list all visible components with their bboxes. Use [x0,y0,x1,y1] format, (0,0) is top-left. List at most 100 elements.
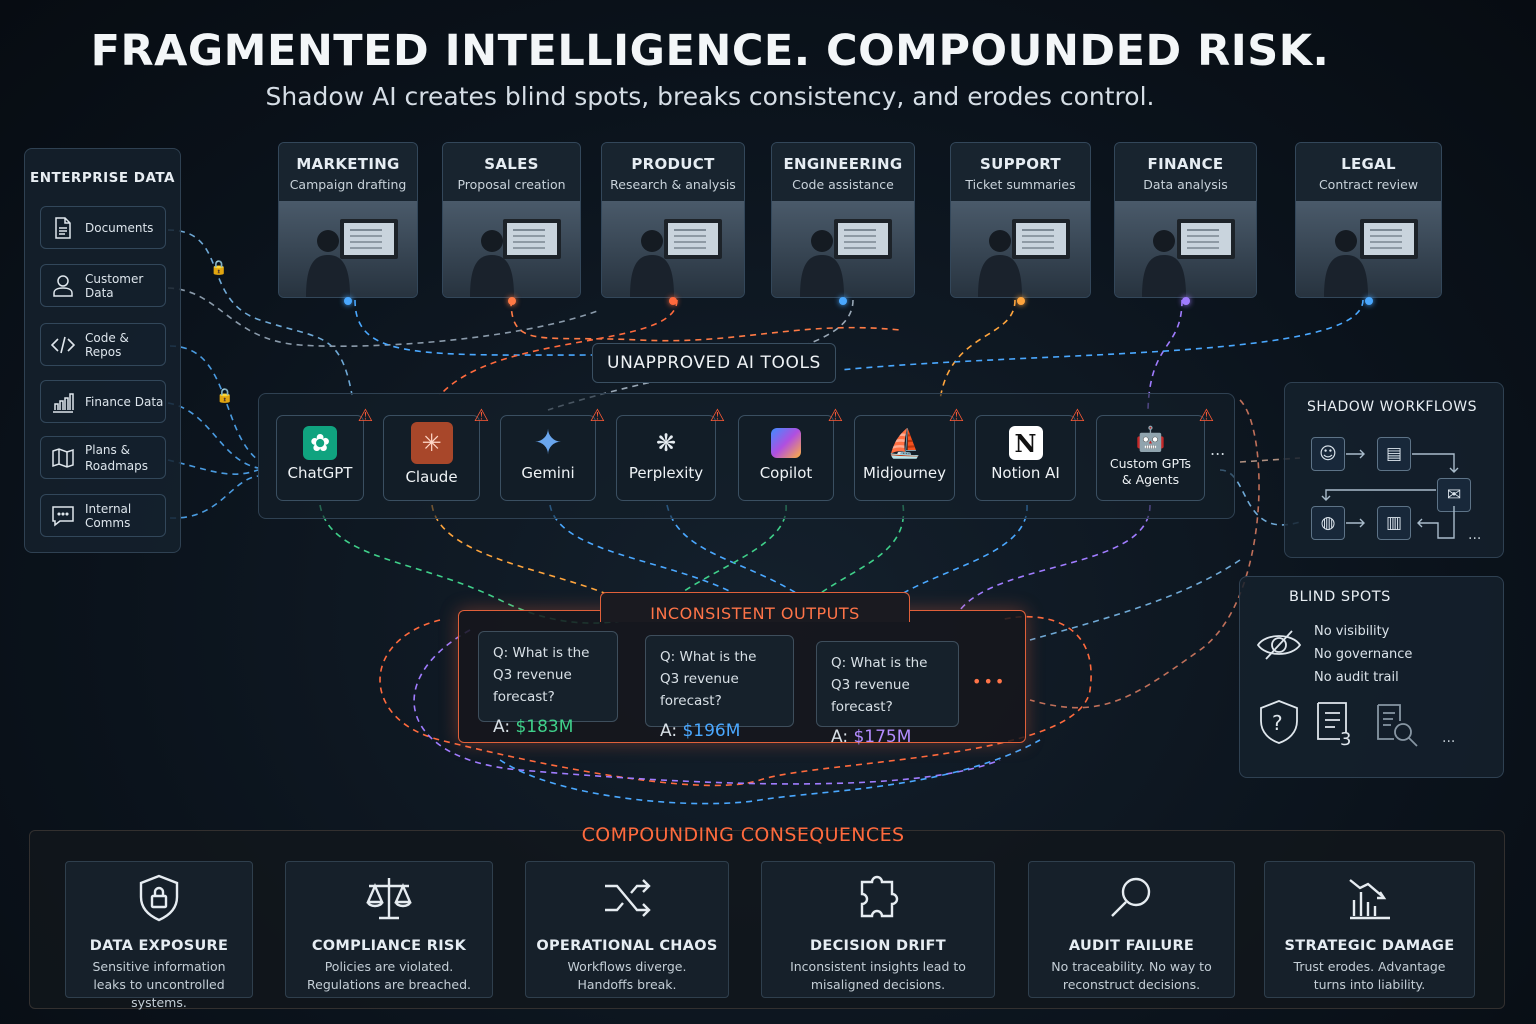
chat-icon [52,505,74,527]
tool-notion-ai[interactable]: N Notion AI ⚠ [975,406,1085,501]
department-connector-dot [669,297,677,305]
department-connector-dot [1181,297,1190,305]
tool-custom-gpts-agents[interactable]: 🤖 Custom GPTs & Agents ⚠ [1096,406,1214,501]
bar-chart-icon [53,392,74,413]
warning-icon: ⚠ [948,406,964,426]
department-connector-dot [1364,297,1373,305]
tool-gemini[interactable]: ✦ Gemini ⚠ [500,406,605,501]
tool-label: Gemini [521,464,575,482]
output-card: Q: What is the Q3 revenue forecast? A: $… [816,641,959,747]
answer-value: $175M [853,727,912,747]
tool-copilot[interactable]: Copilot ⚠ [738,406,843,501]
consequence-title: DECISION DRIFT [810,938,946,954]
tool-label: Perplexity [628,464,704,482]
consequence-desc: No traceability. No way to reconstruct d… [1051,959,1212,992]
inconsistent-outputs-title: INCONSISTENT OUTPUTS [650,604,860,623]
tool-chatgpt[interactable]: ✿ ChatGPT ⚠ [276,406,373,501]
department-name: SUPPORT [980,155,1061,173]
department-name: LEGAL [1341,155,1396,173]
tool-claude[interactable]: ✳ Claude ⚠ [383,406,489,501]
department-connector-dot [344,297,352,305]
data-item-label: Finance Data [85,394,164,409]
document-icon [55,216,71,239]
data-item-label: Customer Data [85,271,144,300]
consequence-card: DECISION DRIFT Inconsistent insights lea… [761,861,995,998]
department-card[interactable]: FINANCE Data analysis [1114,142,1257,298]
svg-text:?: ? [1272,711,1283,735]
gemini-icon: ✦ [533,423,563,463]
tool-midjourney[interactable]: ⛵ Midjourney ⚠ [854,406,964,501]
output-card: Q: What is the Q3 revenue forecast? A: $… [645,635,794,741]
employee-at-computer-image [1296,201,1441,297]
consequence-icon [366,878,412,920]
department-card[interactable]: MARKETING Campaign drafting [278,142,418,298]
page-title: FRAGMENTED INTELLIGENCE. COMPOUNDED RISK… [90,26,1330,76]
tool-label: Midjourney [863,464,946,482]
consequence-title: DATA EXPOSURE [89,938,229,954]
blind-spot-item: No visibility [1314,624,1390,639]
openai-icon: ✿ [303,426,337,460]
tool-label: Notion AI [991,464,1060,482]
department-name: FINANCE [1147,155,1224,173]
department-card[interactable]: ENGINEERING Code assistance [771,142,915,298]
department-task: Campaign drafting [289,177,407,192]
department-connector-dot [507,297,516,305]
robot-icon: 🤖 [1135,425,1166,453]
question-text: What is the Q3 revenue forecast? [831,655,928,715]
department-name: SALES [484,155,539,173]
data-item-customer-data[interactable]: Customer Data [40,264,166,307]
department-card[interactable]: LEGAL Contract review [1295,142,1442,298]
page-subtitle: Shadow AI creates blind spots, breaks co… [265,82,1155,111]
document-icon: ▤ [1377,437,1411,471]
blind-spots-more-ellipsis: ... [1442,730,1456,746]
warning-icon: ⚠ [1198,406,1214,426]
data-item-internal-comms[interactable]: Internal Comms [40,494,166,537]
lock-icon: 🔒 [210,260,228,276]
answer-value: $183M [515,717,574,737]
warning-icon: ⚠ [827,406,843,426]
department-name: MARKETING [296,155,400,173]
tool-perplexity[interactable]: ❋ Perplexity ⚠ [616,406,725,501]
warning-icon: ⚠ [473,406,489,426]
workflow-arrows [1321,449,1459,539]
answer-label: A: [660,721,678,741]
department-connector-dot [839,297,847,305]
answer-label: A: [831,727,849,747]
employee-at-computer-image [602,201,744,297]
department-card[interactable]: SUPPORT Ticket summaries [950,142,1091,298]
envelope-icon: ✉ [1437,478,1471,512]
consequence-icon [860,875,899,918]
tool-label: ChatGPT [287,464,353,482]
blind-spots-title: BLIND SPOTS [1289,589,1391,605]
data-item-finance-data[interactable]: Finance Data [40,380,166,423]
data-item-documents[interactable]: Documents [40,206,166,249]
data-item-plans-roadmaps[interactable]: Plans & Roadmaps [40,436,166,479]
question-text: What is the Q3 revenue forecast? [493,645,590,705]
consequence-desc: Sensitive information leaks to uncontrol… [92,959,226,1010]
shield-question-icon: ? [1260,700,1298,744]
enterprise-data-title: ENTERPRISE DATA [29,170,176,186]
blind-spots-panel: BLIND SPOTS No visibility No governance … [1239,576,1504,778]
lock-icon: 🔒 [216,388,234,404]
consequence-icon [1348,879,1390,920]
department-name: PRODUCT [631,155,715,173]
consequence-card: AUDIT FAILURE No traceability. No way to… [1028,861,1235,998]
employee-at-computer-image [951,201,1090,297]
data-item-code-repos[interactable]: Code & Repos [40,323,166,366]
department-card[interactable]: SALES Proposal creation [442,142,581,298]
blind-spot-item: No governance [1314,647,1413,662]
answer-value: $196M [682,721,741,741]
more-tools-ellipsis[interactable]: ... [1210,440,1226,459]
employee-at-computer-image [1115,201,1256,297]
notion-icon: N [1008,426,1043,460]
employee-at-computer-image [279,201,417,297]
shadow-workflows-title: SHADOW WORKFLOWS [1307,399,1477,415]
consequence-icon [139,874,179,922]
consequence-card: COMPLIANCE RISK Policies are violated. R… [285,861,493,998]
question-label: Q: [493,645,509,661]
department-task: Research & analysis [610,177,736,192]
document-search-icon [1377,704,1418,747]
data-item-label: Plans & Roadmaps [85,442,149,473]
consequence-icon [1110,877,1150,917]
department-card[interactable]: PRODUCT Research & analysis [601,142,745,298]
